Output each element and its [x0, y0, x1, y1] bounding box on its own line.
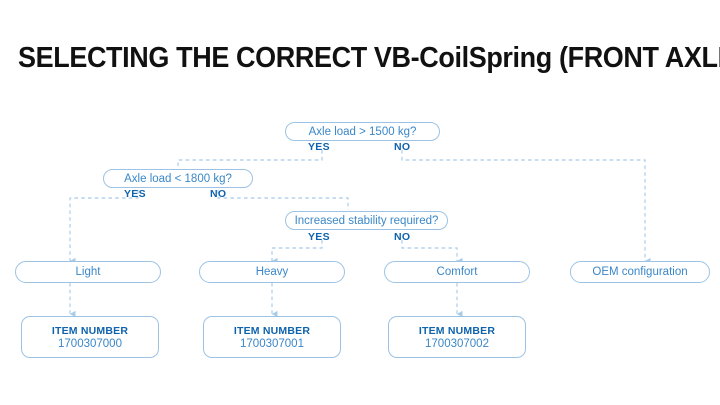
item-number-header: ITEM NUMBER: [418, 324, 496, 337]
item-number-box-comfort[interactable]: ITEM NUMBER 1700307002: [388, 316, 526, 358]
item-number-box-light[interactable]: ITEM NUMBER 1700307000: [21, 316, 159, 358]
branch-label-yes-1500: YES: [308, 141, 330, 153]
result-node-oem-configuration[interactable]: OEM configuration: [570, 261, 710, 283]
result-node-light[interactable]: Light: [15, 261, 161, 283]
decision-label: Axle load < 1800 kg?: [124, 172, 232, 185]
result-label: OEM configuration: [592, 266, 688, 278]
branch-label-no-stability: NO: [394, 231, 411, 243]
decision-node-axle-load-1800[interactable]: Axle load < 1800 kg?: [103, 169, 253, 188]
result-label: Comfort: [436, 266, 478, 278]
result-label: Heavy: [255, 266, 289, 278]
item-number-value: 1700307001: [240, 337, 304, 350]
page-title: SELECTING THE CORRECT VB-CoilSpring (FRO…: [18, 42, 720, 74]
branch-label-yes-1800: YES: [124, 188, 146, 200]
result-label: Light: [75, 266, 101, 278]
result-node-heavy[interactable]: Heavy: [199, 261, 345, 283]
item-number-value: 1700307002: [425, 337, 489, 350]
item-number-box-heavy[interactable]: ITEM NUMBER 1700307001: [203, 316, 341, 358]
branch-label-no-1500: NO: [394, 141, 411, 153]
item-number-header: ITEM NUMBER: [51, 324, 129, 337]
item-number-header: ITEM NUMBER: [233, 324, 311, 337]
branch-label-no-1800: NO: [210, 188, 227, 200]
decision-node-increased-stability[interactable]: Increased stability required?: [285, 211, 448, 230]
decision-node-axle-load-1500[interactable]: Axle load > 1500 kg?: [285, 122, 440, 141]
result-node-comfort[interactable]: Comfort: [384, 261, 530, 283]
decision-label: Axle load > 1500 kg?: [308, 125, 417, 138]
item-number-value: 1700307000: [58, 337, 122, 350]
branch-label-yes-stability: YES: [308, 231, 330, 243]
decision-label: Increased stability required?: [294, 214, 439, 227]
